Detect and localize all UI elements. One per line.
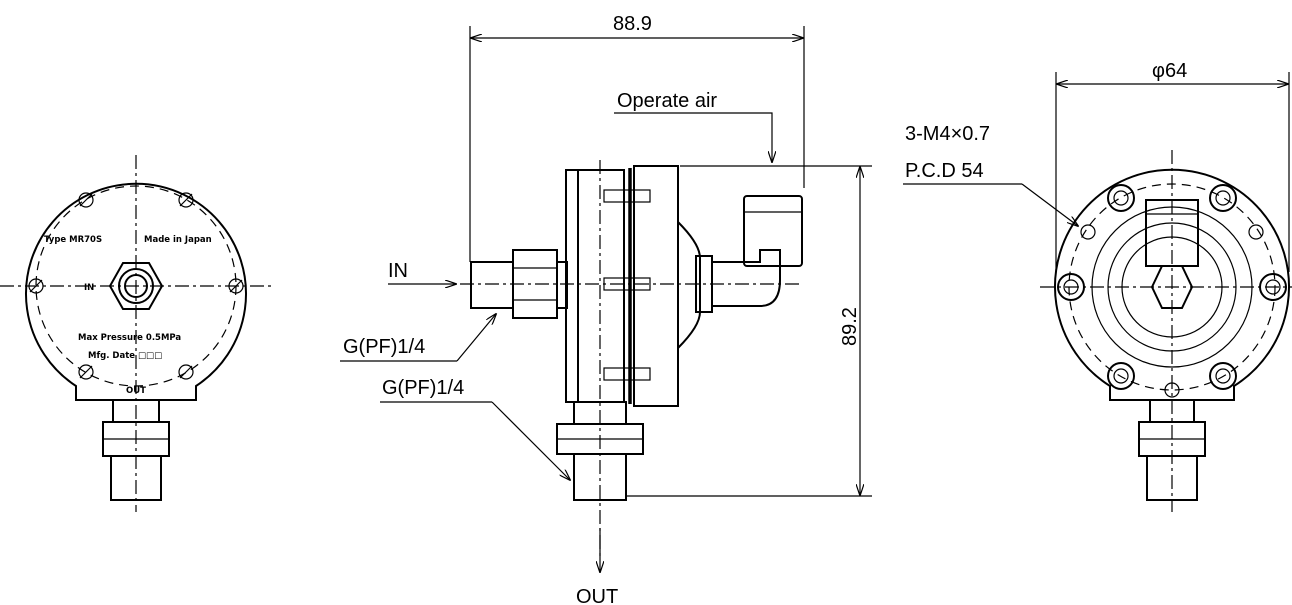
inlet-thread-leader <box>456 314 496 362</box>
pcd-label: P.C.D 54 <box>905 160 984 182</box>
faceplate-out: OUT <box>126 386 146 396</box>
back-pcd-circle <box>1068 183 1276 391</box>
outlet-thread <box>573 453 627 501</box>
dim-width-label: 88.9 <box>613 13 652 35</box>
back-ring-inner <box>1121 236 1223 338</box>
front-bolt-holes <box>28 192 244 380</box>
back-body-outline <box>1054 168 1290 401</box>
back-bolt-heads <box>1057 184 1287 390</box>
faceplate-mfg-date: Mfg. Date □□□ <box>88 351 162 361</box>
body-core <box>577 169 625 403</box>
dim-diameter-label: φ64 <box>1152 60 1187 82</box>
back-outlet-thread <box>1146 455 1198 501</box>
body-bolts <box>603 189 651 381</box>
front-inlet-hex <box>108 262 164 310</box>
outlet-label: OUT <box>576 586 618 605</box>
front-view: Type MR70S Made in Japan IN Max Pressure… <box>0 155 272 512</box>
side-view: 88.9 89.2 Operate air IN <box>340 13 872 605</box>
back-ring-mid <box>1107 222 1237 352</box>
front-inlet-bore <box>124 274 148 298</box>
back-ring-outer <box>1091 206 1253 368</box>
front-body-outline <box>25 182 247 401</box>
outlet-thread-leader <box>491 401 570 480</box>
dim-height-label: 89.2 <box>839 307 861 346</box>
hole-spec-label: 3-M4×0.7 <box>905 123 990 145</box>
one-touch-fitting <box>743 195 803 267</box>
inlet-thread-label: G(PF)1/4 <box>343 336 425 358</box>
inlet-label: IN <box>388 260 408 282</box>
faceplate-in: IN <box>84 283 94 293</box>
outlet-thread-label: G(PF)1/4 <box>382 377 464 399</box>
elbow-body <box>711 249 781 307</box>
back-view: φ64 3-M4×0.7 P.C.D 54 <box>903 60 1292 512</box>
inlet-thread <box>470 261 514 309</box>
back-fitting-hex <box>1150 265 1194 309</box>
front-outlet-thread <box>110 455 162 501</box>
faceplate-type: Type MR70S <box>44 235 102 245</box>
operate-air-leader <box>614 112 772 162</box>
cover-boss <box>677 221 701 349</box>
hole-leader <box>1021 183 1078 226</box>
body-cover <box>633 165 679 407</box>
faceplate-origin: Made in Japan <box>144 235 212 245</box>
front-inlet-ring <box>118 268 154 304</box>
back-tapped-holes <box>1080 224 1264 398</box>
operate-air-label: Operate air <box>617 90 717 112</box>
faceplate-max-pressure: Max Pressure 0.5MPa <box>78 333 181 343</box>
